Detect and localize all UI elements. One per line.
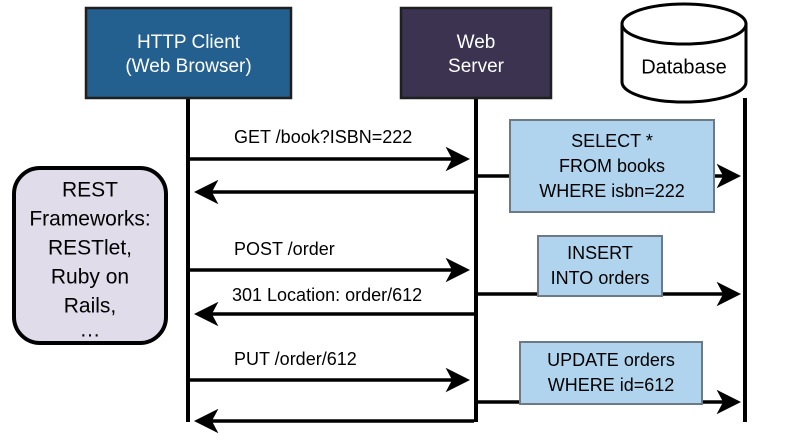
sql-select-line-2: FROM books	[559, 156, 665, 176]
actor-web-server[interactable]: Web Server	[399, 6, 553, 100]
message-label-post-order: POST /order	[234, 239, 335, 259]
sql-update-box[interactable]	[519, 341, 703, 405]
sql-select-operation[interactable]: SELECT * FROM books WHERE isbn=222	[476, 119, 742, 213]
message-label-put-order: PUT /order/612	[234, 349, 357, 369]
sql-update-line-2: WHERE id=612	[548, 375, 675, 395]
web-server-label-line1: Web	[457, 32, 496, 53]
database-label: Database	[641, 56, 727, 78]
rest-note-line-5: Rails,	[64, 295, 117, 318]
message-label-get-book: GET /book?ISBN=222	[234, 127, 412, 147]
sql-insert-operation[interactable]: INSERT INTO orders	[476, 235, 742, 307]
message-post-order[interactable]: POST /order	[190, 239, 471, 283]
rest-note-line-1: REST	[62, 179, 118, 202]
message-get-book[interactable]: GET /book?ISBN=222	[190, 127, 471, 172]
rest-note-line-4: Ruby on	[51, 266, 129, 289]
lifelines	[186, 98, 747, 422]
actor-database[interactable]: Database	[620, 2, 748, 104]
sql-update-line-1: UPDATE orders	[547, 350, 675, 370]
sql-select-line-1: SELECT *	[571, 131, 653, 151]
message-301-location[interactable]: 301 Location: order/612	[193, 285, 474, 327]
message-put-order[interactable]: PUT /order/612	[190, 349, 471, 393]
sql-select-line-3: WHERE isbn=222	[539, 181, 685, 201]
sql-insert-line-1: INSERT	[567, 243, 633, 263]
actor-http-client[interactable]: HTTP Client (Web Browser)	[84, 6, 293, 100]
rest-note-line-3: RESTlet,	[48, 237, 132, 260]
rest-note-box[interactable]	[12, 166, 168, 345]
sql-insert-line-2: INTO orders	[551, 268, 650, 288]
web-server-label-line2: Server	[448, 56, 505, 77]
rest-note-line-2: Frameworks:	[29, 208, 150, 231]
http-client-label-line2: (Web Browser)	[125, 56, 251, 77]
rest-frameworks-note[interactable]: REST Frameworks: RESTlet, Ruby on Rails,…	[12, 166, 168, 345]
web-server-box[interactable]	[399, 6, 553, 100]
rest-note-line-6: …	[80, 319, 101, 342]
database-cylinder-body[interactable]	[620, 22, 748, 104]
sql-update-operation[interactable]: UPDATE orders WHERE id=612	[476, 341, 742, 415]
message-label-301-location: 301 Location: order/612	[232, 285, 422, 305]
http-client-box[interactable]	[84, 6, 293, 100]
http-client-label-line1: HTTP Client	[137, 32, 241, 53]
sql-insert-box[interactable]	[537, 235, 663, 297]
sql-select-box[interactable]	[509, 119, 715, 213]
database-cylinder-top	[620, 2, 748, 46]
